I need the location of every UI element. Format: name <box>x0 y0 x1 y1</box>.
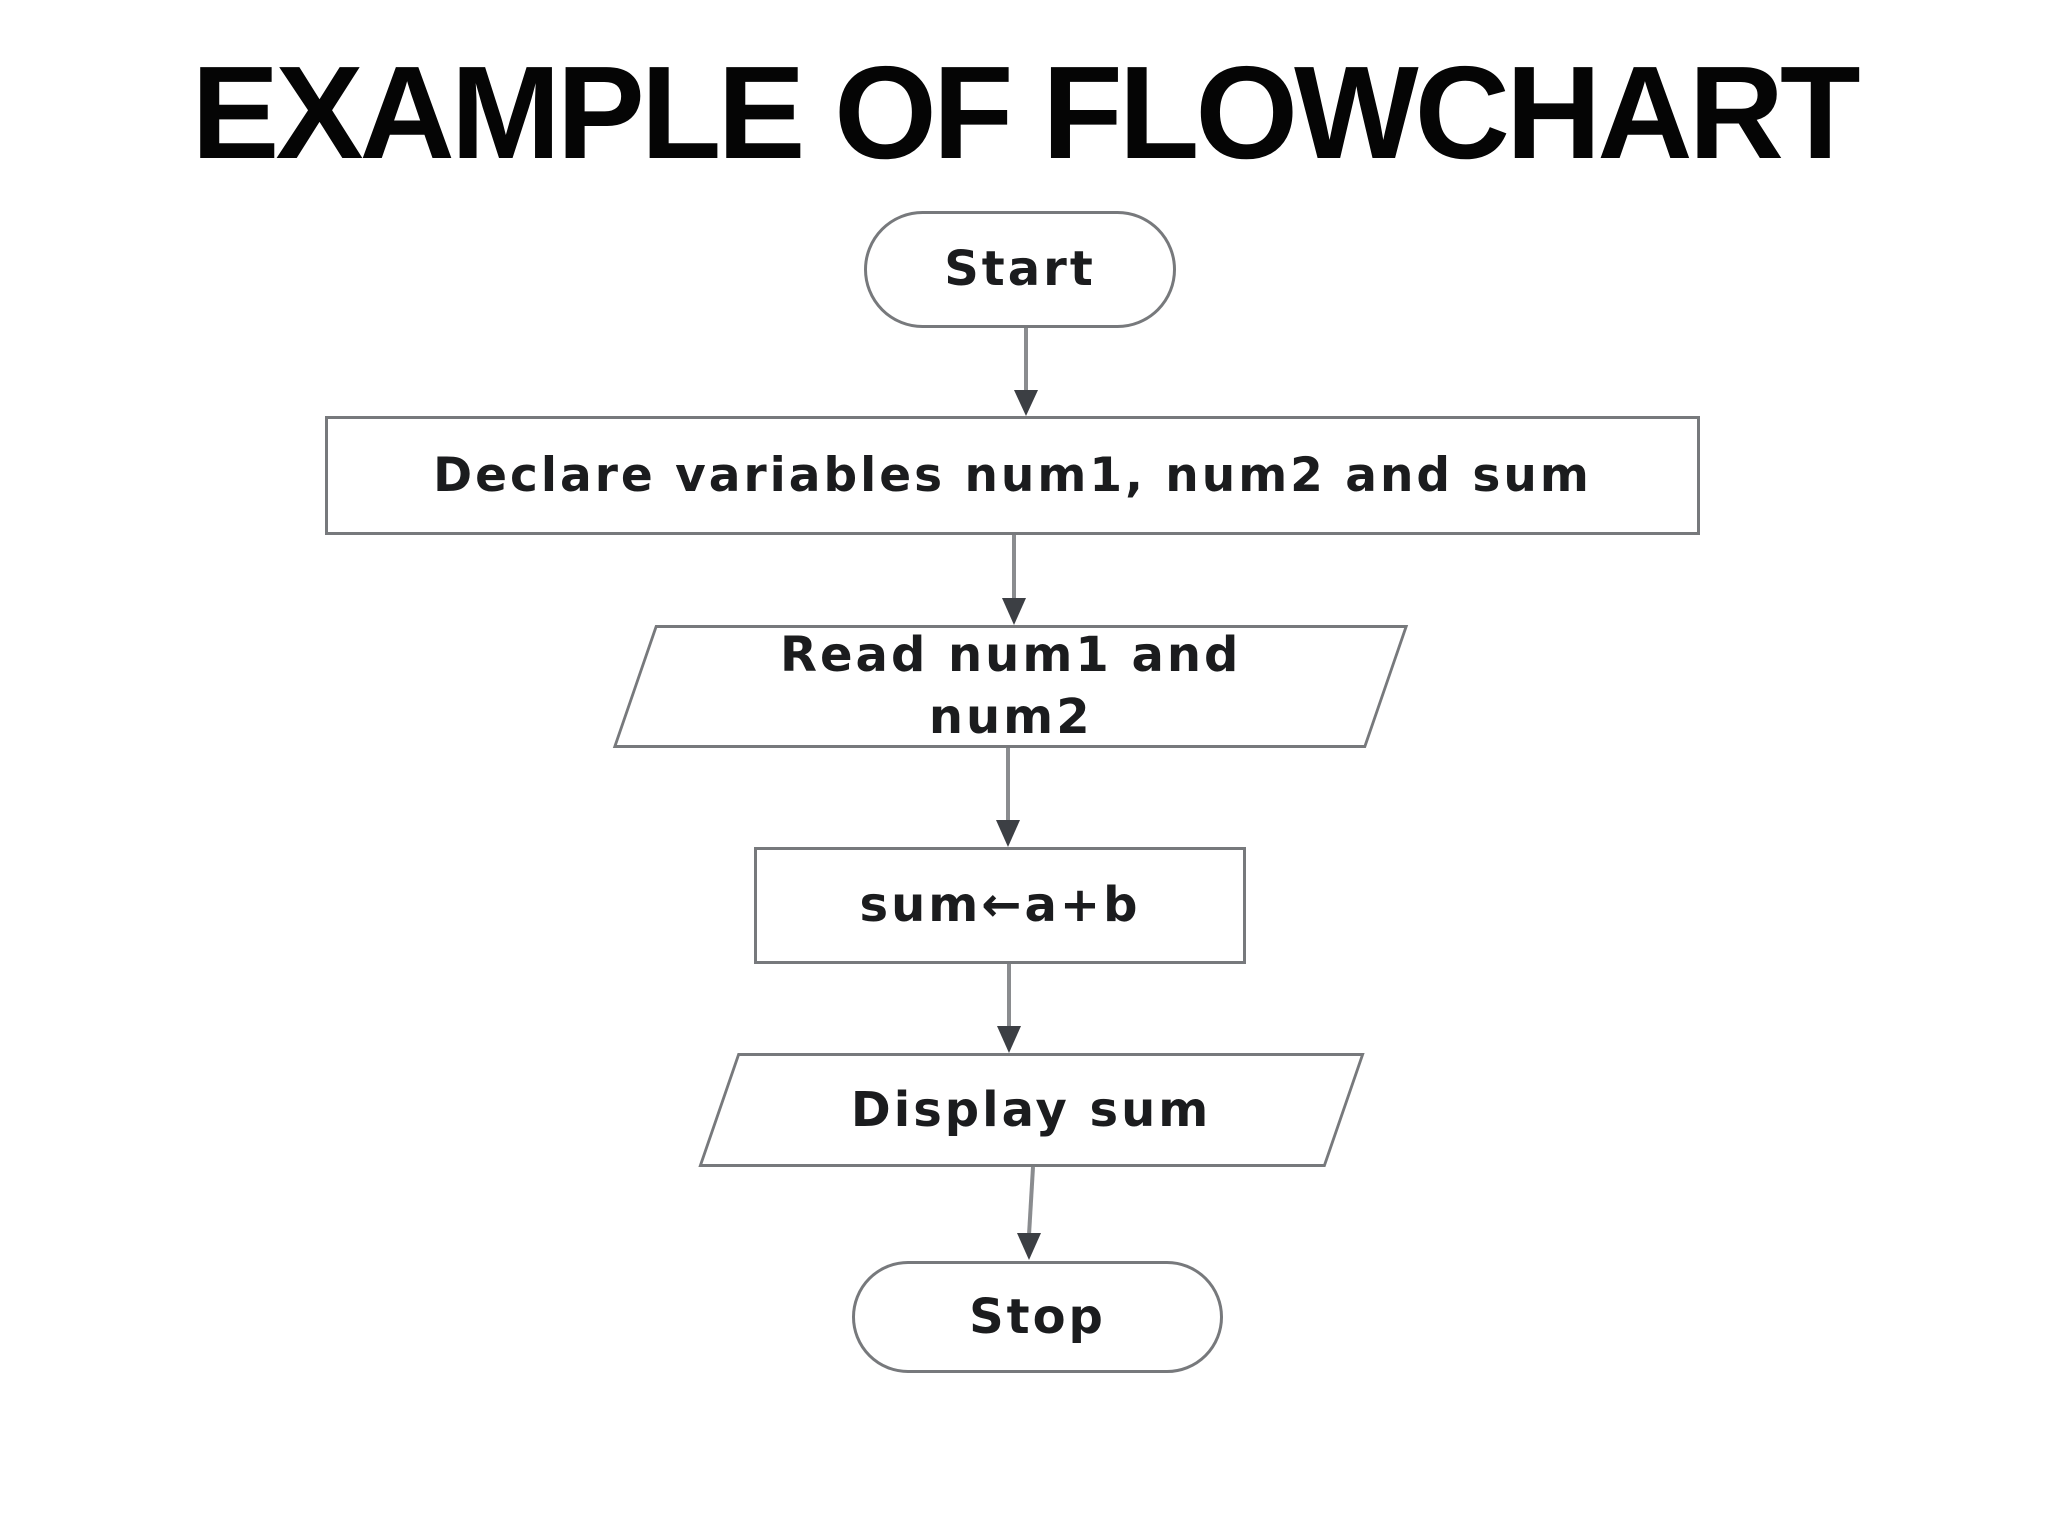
start-label: Start <box>944 241 1096 298</box>
declare-label: Declare variables num1, num2 and sum <box>433 447 1592 503</box>
read-label: Read num1 and num2 <box>779 627 1242 746</box>
arrow-start-to-declare <box>1014 328 1038 416</box>
flowchart-node-sum-process: sum←a+b <box>754 847 1246 964</box>
flowchart-node-read-input: Read num1 and num2 <box>612 625 1409 748</box>
flowchart-node-start: Start <box>864 211 1176 328</box>
arrow-sum-to-display <box>997 964 1021 1053</box>
stop-label: Stop <box>969 1288 1106 1345</box>
arrow-declare-to-read <box>1002 535 1026 625</box>
flowchart-node-stop: Stop <box>852 1261 1223 1373</box>
flowchart-node-declare-variables: Declare variables num1, num2 and sum <box>325 416 1700 535</box>
page-title: EXAMPLE OF FLOWCHART <box>191 39 1860 186</box>
arrow-display-to-stop <box>1017 1166 1041 1260</box>
arrow-read-to-sum <box>996 748 1020 847</box>
sum-label: sum←a+b <box>859 877 1141 934</box>
flowchart-node-display-output: Display sum <box>698 1053 1365 1167</box>
display-label: Display sum <box>851 1081 1212 1138</box>
